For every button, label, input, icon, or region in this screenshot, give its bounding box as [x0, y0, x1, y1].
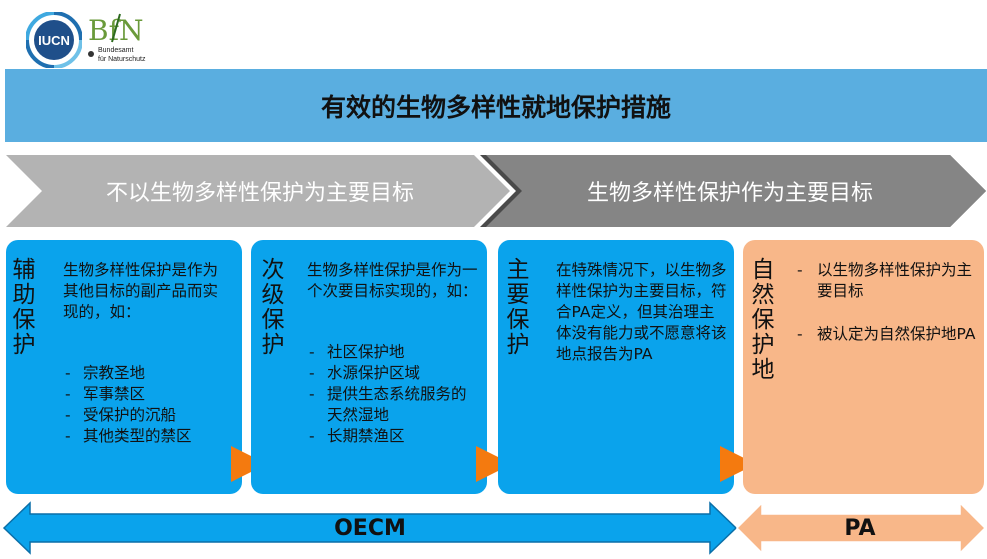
card-primary-protection: [498, 240, 734, 494]
oecm-label: OECM: [334, 515, 406, 541]
chevron-right: [486, 155, 986, 227]
iucn-logo-text: IUCN: [38, 33, 70, 48]
category-chevrons: [6, 155, 986, 227]
card-body: 以生物多样性保护为主要目标 被认定为自然保护地PA: [797, 260, 977, 367]
list-item: 水源保护区域: [307, 363, 479, 384]
card-title: 次级保护: [261, 257, 285, 358]
card-text: 生物多样性保护是作为一个次要目标实现的，如：: [307, 261, 478, 300]
card-text: 生物多样性保护是作为其他目标的副产品而实现的，如：: [63, 261, 219, 321]
list-item: 长期禁渔区: [307, 426, 479, 447]
bfn-logo: BfN Bundesamt für Naturschutz: [88, 13, 146, 63]
chevron-left-label: 不以生物多样性保护为主要目标: [105, 181, 414, 206]
list-item: 受保护的沉船: [63, 405, 233, 426]
list-item: 被认定为自然保护地PA: [797, 324, 977, 345]
list-item: 其他类型的禁区: [63, 426, 233, 447]
pa-label: PA: [844, 515, 876, 541]
title-banner: [5, 69, 987, 142]
page-title: 有效的生物多样性就地保护措施: [320, 92, 671, 122]
card-list: 社区保护地 水源保护区域 提供生态系统服务的天然湿地 长期禁渔区: [307, 342, 479, 447]
list-item: 军事禁区: [63, 384, 233, 405]
bfn-logo-line2: für Naturschutz: [98, 56, 146, 63]
pa-double-arrow: [735, 501, 987, 555]
card-body: 生物多样性保护是作为一个次要目标实现的，如： 社区保护地 水源保护区域 提供生态…: [307, 260, 479, 447]
card-title: 辅助保护: [12, 257, 36, 358]
card-body: 生物多样性保护是作为其他目标的副产品而实现的，如： 宗教圣地 军事禁区 受保护的…: [63, 260, 233, 447]
list-item: 提供生态系统服务的天然湿地: [307, 384, 479, 426]
chevron-right-label: 生物多样性保护作为主要目标: [586, 181, 873, 206]
iucn-logo: IUCN: [26, 12, 82, 68]
triangle-arrow-icon: [720, 446, 756, 482]
card-title: 主要保护: [506, 257, 530, 358]
card-list: 宗教圣地 军事禁区 受保护的沉船 其他类型的禁区: [63, 363, 233, 447]
card-title: 自然保护地: [751, 257, 775, 383]
triangle-arrow-icon: [476, 446, 512, 482]
list-item: 社区保护地: [307, 342, 479, 363]
chevron-left: [6, 155, 510, 227]
triangle-arrow-icon: [231, 446, 267, 482]
card-list: 以生物多样性保护为主要目标 被认定为自然保护地PA: [797, 260, 977, 345]
card-body: 在特殊情况下，以生物多样性保护为主要目标，符合PA定义，但其治理主体没有能力或不…: [556, 260, 728, 365]
list-item: 以生物多样性保护为主要目标: [797, 260, 977, 302]
list-item: 宗教圣地: [63, 363, 233, 384]
bfn-logo-line1: Bundesamt: [98, 47, 133, 54]
card-text: 在特殊情况下，以生物多样性保护为主要目标，符合PA定义，但其治理主体没有能力或不…: [556, 261, 727, 363]
bottom-arrows: [2, 501, 987, 555]
